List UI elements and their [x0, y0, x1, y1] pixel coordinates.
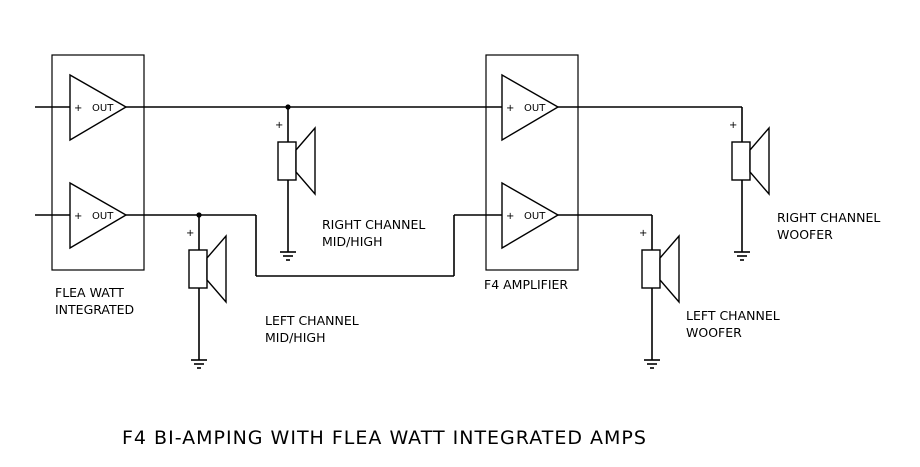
ground-icon: [191, 359, 207, 369]
right-woofer-label-line2: WOOFER: [777, 227, 833, 242]
amp-plus-label: +: [74, 211, 82, 222]
f4-amplifier-label: F4 AMPLIFIER: [484, 277, 568, 292]
speaker-plus-label: +: [639, 228, 647, 239]
right-woofer-label-line1: RIGHT CHANNEL: [777, 210, 880, 225]
diagram-title: F4 BI-AMPING WITH FLEA WATT INTEGRATED A…: [122, 427, 647, 449]
left-woofer-label-line2: WOOFER: [686, 325, 742, 340]
flea-watt-box: [51, 54, 145, 271]
right-midhigh-label-line1: RIGHT CHANNEL: [322, 217, 425, 232]
speaker-right-woofer-icon: +: [729, 120, 770, 196]
ground-icon: [734, 251, 750, 261]
amp-f4-top: + OUT: [501, 73, 560, 142]
ground-icon: [280, 251, 296, 261]
speaker-plus-label: +: [186, 228, 194, 239]
amp-fw-top: + OUT: [69, 73, 128, 142]
speaker-plus-label: +: [729, 120, 737, 131]
amp-out-label: OUT: [524, 211, 546, 222]
right-midhigh-label-line2: MID/HIGH: [322, 234, 382, 249]
amp-out-label: OUT: [524, 103, 546, 114]
speaker-right-midhigh-icon: +: [275, 120, 316, 196]
amp-out-label: OUT: [92, 211, 114, 222]
speaker-left-woofer-icon: +: [639, 228, 680, 304]
junction-dot-left: [196, 212, 202, 218]
amp-out-label: OUT: [92, 103, 114, 114]
flea-watt-label-line2: INTEGRATED: [55, 302, 134, 317]
junction-dot-right: [285, 104, 291, 110]
ground-icon: [644, 359, 660, 369]
amp-plus-label: +: [506, 211, 514, 222]
f4-amplifier-box: [485, 54, 579, 271]
amp-fw-bottom: + OUT: [69, 181, 128, 250]
amp-f4-bottom: + OUT: [501, 181, 560, 250]
left-woofer-label-line1: LEFT CHANNEL: [686, 308, 780, 323]
left-midhigh-label-line2: MID/HIGH: [265, 330, 325, 345]
amp-plus-label: +: [74, 103, 82, 114]
speaker-plus-label: +: [275, 120, 283, 131]
amp-plus-label: +: [506, 103, 514, 114]
speaker-left-midhigh-icon: +: [186, 228, 227, 304]
left-midhigh-label-line1: LEFT CHANNEL: [265, 313, 359, 328]
flea-watt-label-line1: FLEA WATT: [55, 285, 124, 300]
